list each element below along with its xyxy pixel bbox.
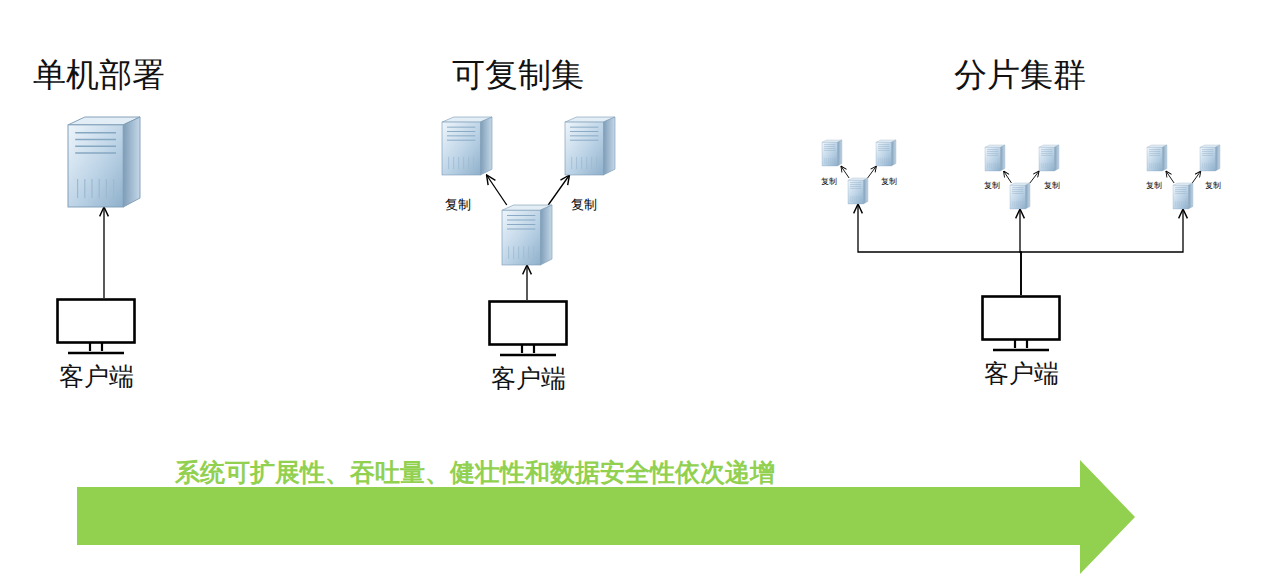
server-icon [565,117,615,175]
server-icon [68,117,140,207]
server-icon [1147,145,1167,171]
trend-caption: 系统可扩展性、吞吐量、健壮性和数据安全性依次递增 [175,458,775,486]
server-icon [1173,183,1193,209]
server-node [565,117,615,175]
connector-arrow [868,166,877,178]
connector-arrow [858,204,1021,295]
client-terminal: 客户端 [979,295,1064,391]
server-node [848,178,868,204]
server-icon [848,178,868,204]
server-node [442,117,492,175]
replication-label: 复制 [444,198,472,212]
monitor-icon [488,300,568,360]
server-icon [502,205,552,265]
replication-label: 复制 [820,178,838,187]
connector-arrow [1030,171,1039,183]
column-title: 可复制集 [452,53,584,98]
replication-label: 复制 [983,182,1001,191]
server-icon [985,145,1005,171]
replication-label: 复制 [1145,182,1163,191]
trend-arrow: 系统可扩展性、吞吐量、健壮性和数据安全性依次递增 [77,458,1137,576]
server-icon [876,140,896,166]
client-label: 客户端 [984,295,1059,389]
server-node [502,205,552,265]
column-title: 分片集群 [954,53,1086,98]
column-title: 单机部署 [33,53,165,98]
server-node [822,140,842,166]
monitor-icon [981,295,1061,355]
connector-arrow [1192,171,1201,183]
server-icon [1010,183,1030,209]
connector-arrow [1021,209,1183,295]
server-node [68,117,140,207]
server-node [985,145,1005,171]
client-label: 客户端 [59,298,134,392]
server-icon [1039,145,1059,171]
server-icon [442,117,492,175]
client-label: 客户端 [491,300,566,394]
server-node [1147,145,1167,171]
server-node [1039,145,1059,171]
server-node [876,140,896,166]
connector-arrow [103,207,104,298]
monitor-icon [56,298,136,358]
server-node [1173,183,1193,209]
client-terminal: 客户端 [486,300,571,396]
connector-arrow [487,175,507,205]
client-terminal: 客户端 [54,298,139,394]
replication-label: 复制 [1043,182,1061,191]
connector-arrow [841,166,849,178]
connector-arrow [526,265,527,300]
replication-label: 复制 [880,178,898,187]
replication-label: 复制 [570,198,598,212]
connector-arrow [1004,171,1012,183]
connector-arrow [1166,171,1174,183]
connector-arrow [548,175,569,205]
server-node [1010,183,1030,209]
replication-label: 复制 [1204,182,1222,191]
server-icon [1200,145,1220,171]
server-node [1200,145,1220,171]
server-icon [822,140,842,166]
